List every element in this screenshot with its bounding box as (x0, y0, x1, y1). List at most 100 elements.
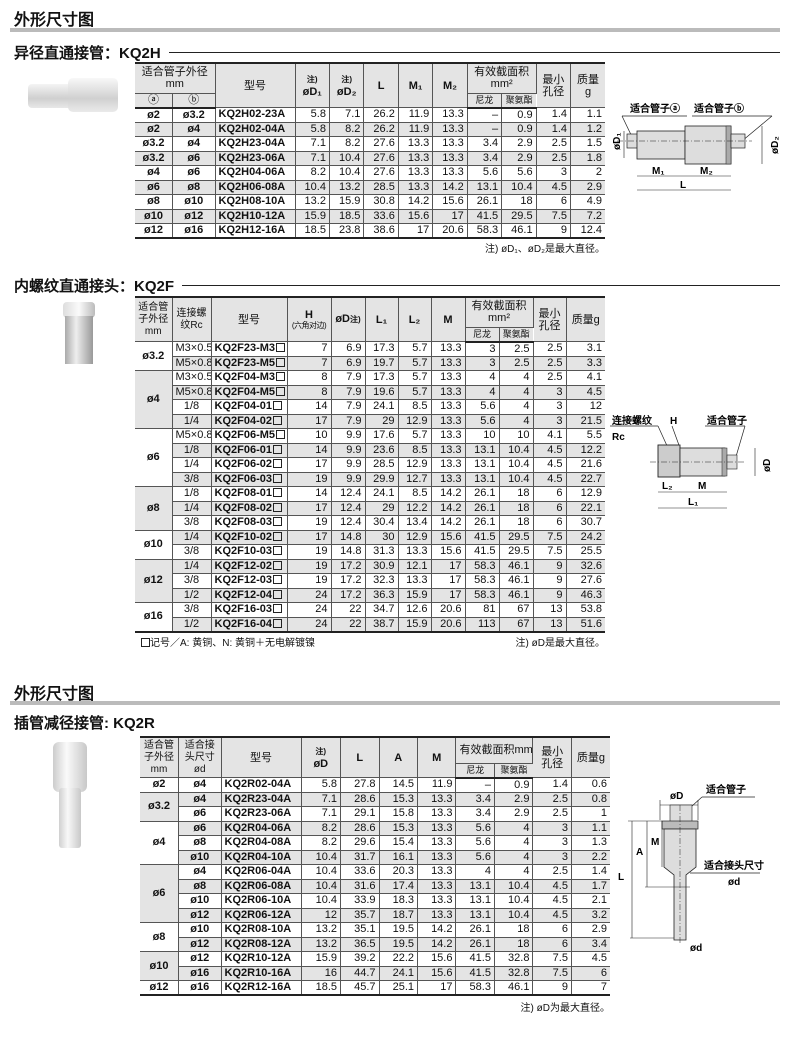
d1-cell: 15.9 (295, 209, 330, 224)
tube-od-cell: ø10 (135, 530, 173, 560)
d-cell: 13.2 (301, 937, 342, 952)
header-d: øD注) (331, 297, 366, 342)
min-hole-cell: 4.5 (533, 457, 567, 472)
tube-b-cell: ø3.2 (172, 107, 216, 122)
plug-size-cell: ø12 (178, 937, 222, 952)
model-cell: KQ2F10-02 (211, 530, 288, 545)
label-tube: 适合管子 (707, 414, 747, 427)
mass-cell: 2.2 (571, 850, 610, 865)
area-urethane-cell: 10.4 (499, 443, 534, 458)
area-urethane-cell: 10 (499, 428, 534, 443)
label-d: øD (670, 791, 683, 802)
d-cell: 12 (301, 908, 342, 923)
h-cell: 14 (287, 443, 332, 458)
l2-cell: 15.9 (398, 617, 432, 632)
l1-cell: 34.7 (365, 602, 399, 617)
model-cell: KQ2R12-16A (221, 980, 302, 995)
thread-cell: 1/2 (172, 617, 212, 632)
m1-cell: 13.3 (398, 136, 434, 151)
d-cell: 18.5 (301, 980, 342, 995)
min-hole-cell: 2.5 (536, 151, 572, 166)
mass-cell: 5.5 (586, 429, 602, 442)
m-cell: 11.9 (417, 777, 457, 792)
model-cell: KQ2F08-01 (211, 486, 288, 501)
min-hole-cell: 9 (536, 223, 572, 238)
kq2h-title: 异径直通接管：KQ2H (14, 42, 780, 63)
d1-cell: 10.4 (295, 180, 330, 195)
area-urethane-cell: 10.4 (494, 893, 534, 908)
l1-cell: 30 (365, 530, 399, 545)
area-urethane-cell: 4 (494, 850, 534, 865)
area-urethane-cell: 32.8 (494, 966, 534, 981)
area-urethane-cell: 4 (494, 821, 534, 836)
area-nylon-cell: 13.1 (455, 908, 495, 923)
m-cell: 13.3 (417, 864, 457, 879)
d1-cell: 7.1 (295, 136, 330, 151)
model-cell: KQ2R23-04A (221, 792, 302, 807)
suffix-box-icon (272, 604, 282, 614)
model-cell: KQ2F06-01 (211, 443, 288, 458)
mass-cell: 3.2 (571, 908, 610, 923)
plug-size-cell: ø12 (178, 908, 222, 923)
min-hole-cell: 4.5 (532, 908, 572, 923)
model-cell: KQ2F16-03 (211, 602, 288, 617)
mass-cell: 1.1 (571, 821, 610, 836)
area-urethane-cell: 5.6 (501, 165, 537, 180)
kq2h-product-image (22, 70, 122, 120)
header-b: ⓑ (172, 93, 216, 109)
suffix-box-icon (272, 473, 282, 483)
header-urethane: 聚氨酯 (501, 93, 537, 109)
a-cell: 15.3 (379, 821, 419, 836)
model-text: KQ2F04-M3 (214, 371, 276, 384)
area-nylon-cell: 5.6 (465, 399, 500, 414)
thread-cell: 1/4 (172, 414, 212, 429)
min-hole-cell: 1.4 (536, 122, 572, 137)
d-cell: 16 (301, 966, 342, 981)
h-cell: 24 (287, 588, 332, 603)
model-cell: KQ2H23-06A (215, 151, 296, 166)
h-cell: 10 (287, 428, 332, 443)
h-cell: 17 (287, 501, 332, 516)
model-cell: KQ2F12-02 (211, 559, 288, 574)
d2-cell: 23.8 (329, 223, 365, 238)
header-m2: M₂ (432, 63, 468, 108)
l1-cell: 38.7 (365, 617, 399, 632)
section-divider (10, 701, 780, 705)
mass-cell: 3.1 (586, 342, 602, 355)
m1-cell: 13.3 (398, 165, 434, 180)
area-nylon-cell: 81 (465, 602, 500, 617)
l1-cell: 19.6 (365, 385, 399, 400)
tube-od-cell: ø3.2 (140, 792, 179, 822)
thread-cell: 1/8 (172, 399, 212, 414)
min-hole-cell: 13 (533, 617, 567, 632)
l-cell: 27.8 (340, 777, 380, 792)
area-urethane-cell: 29.5 (499, 544, 534, 559)
model-text: KQ2F12-04 (214, 588, 272, 601)
m-cell: 17 (431, 588, 466, 603)
model-cell: KQ2R08-10A (221, 922, 302, 937)
min-hole-cell: 9 (533, 573, 567, 588)
tube-a-cell: ø2 (135, 107, 173, 122)
l2-cell: 5.7 (398, 370, 432, 385)
area-nylon-cell: 3.4 (467, 151, 503, 166)
area-nylon-cell: 58.3 (465, 588, 500, 603)
kq2f-dimension-diagram: 连接螺纹 Rc H 适合管子 øD L₂ M L₁ (610, 414, 773, 509)
tube-a-cell: ø3.2 (135, 136, 173, 151)
header-h-text: H (305, 308, 313, 321)
a-cell: 19.5 (379, 937, 419, 952)
l-cell: 44.7 (340, 966, 380, 981)
d-cell: 9.9 (331, 428, 366, 443)
m-cell: 13.3 (431, 399, 466, 414)
l1-cell: 17.3 (365, 370, 399, 385)
min-hole-cell: 2.5 (533, 370, 567, 385)
thread-cell: 1/8 (172, 486, 212, 501)
a-cell: 15.3 (379, 792, 419, 807)
m2-cell: 13.3 (432, 165, 468, 180)
l1-cell: 24.1 (365, 486, 399, 501)
model-text: KQ2F06-01 (214, 443, 272, 456)
